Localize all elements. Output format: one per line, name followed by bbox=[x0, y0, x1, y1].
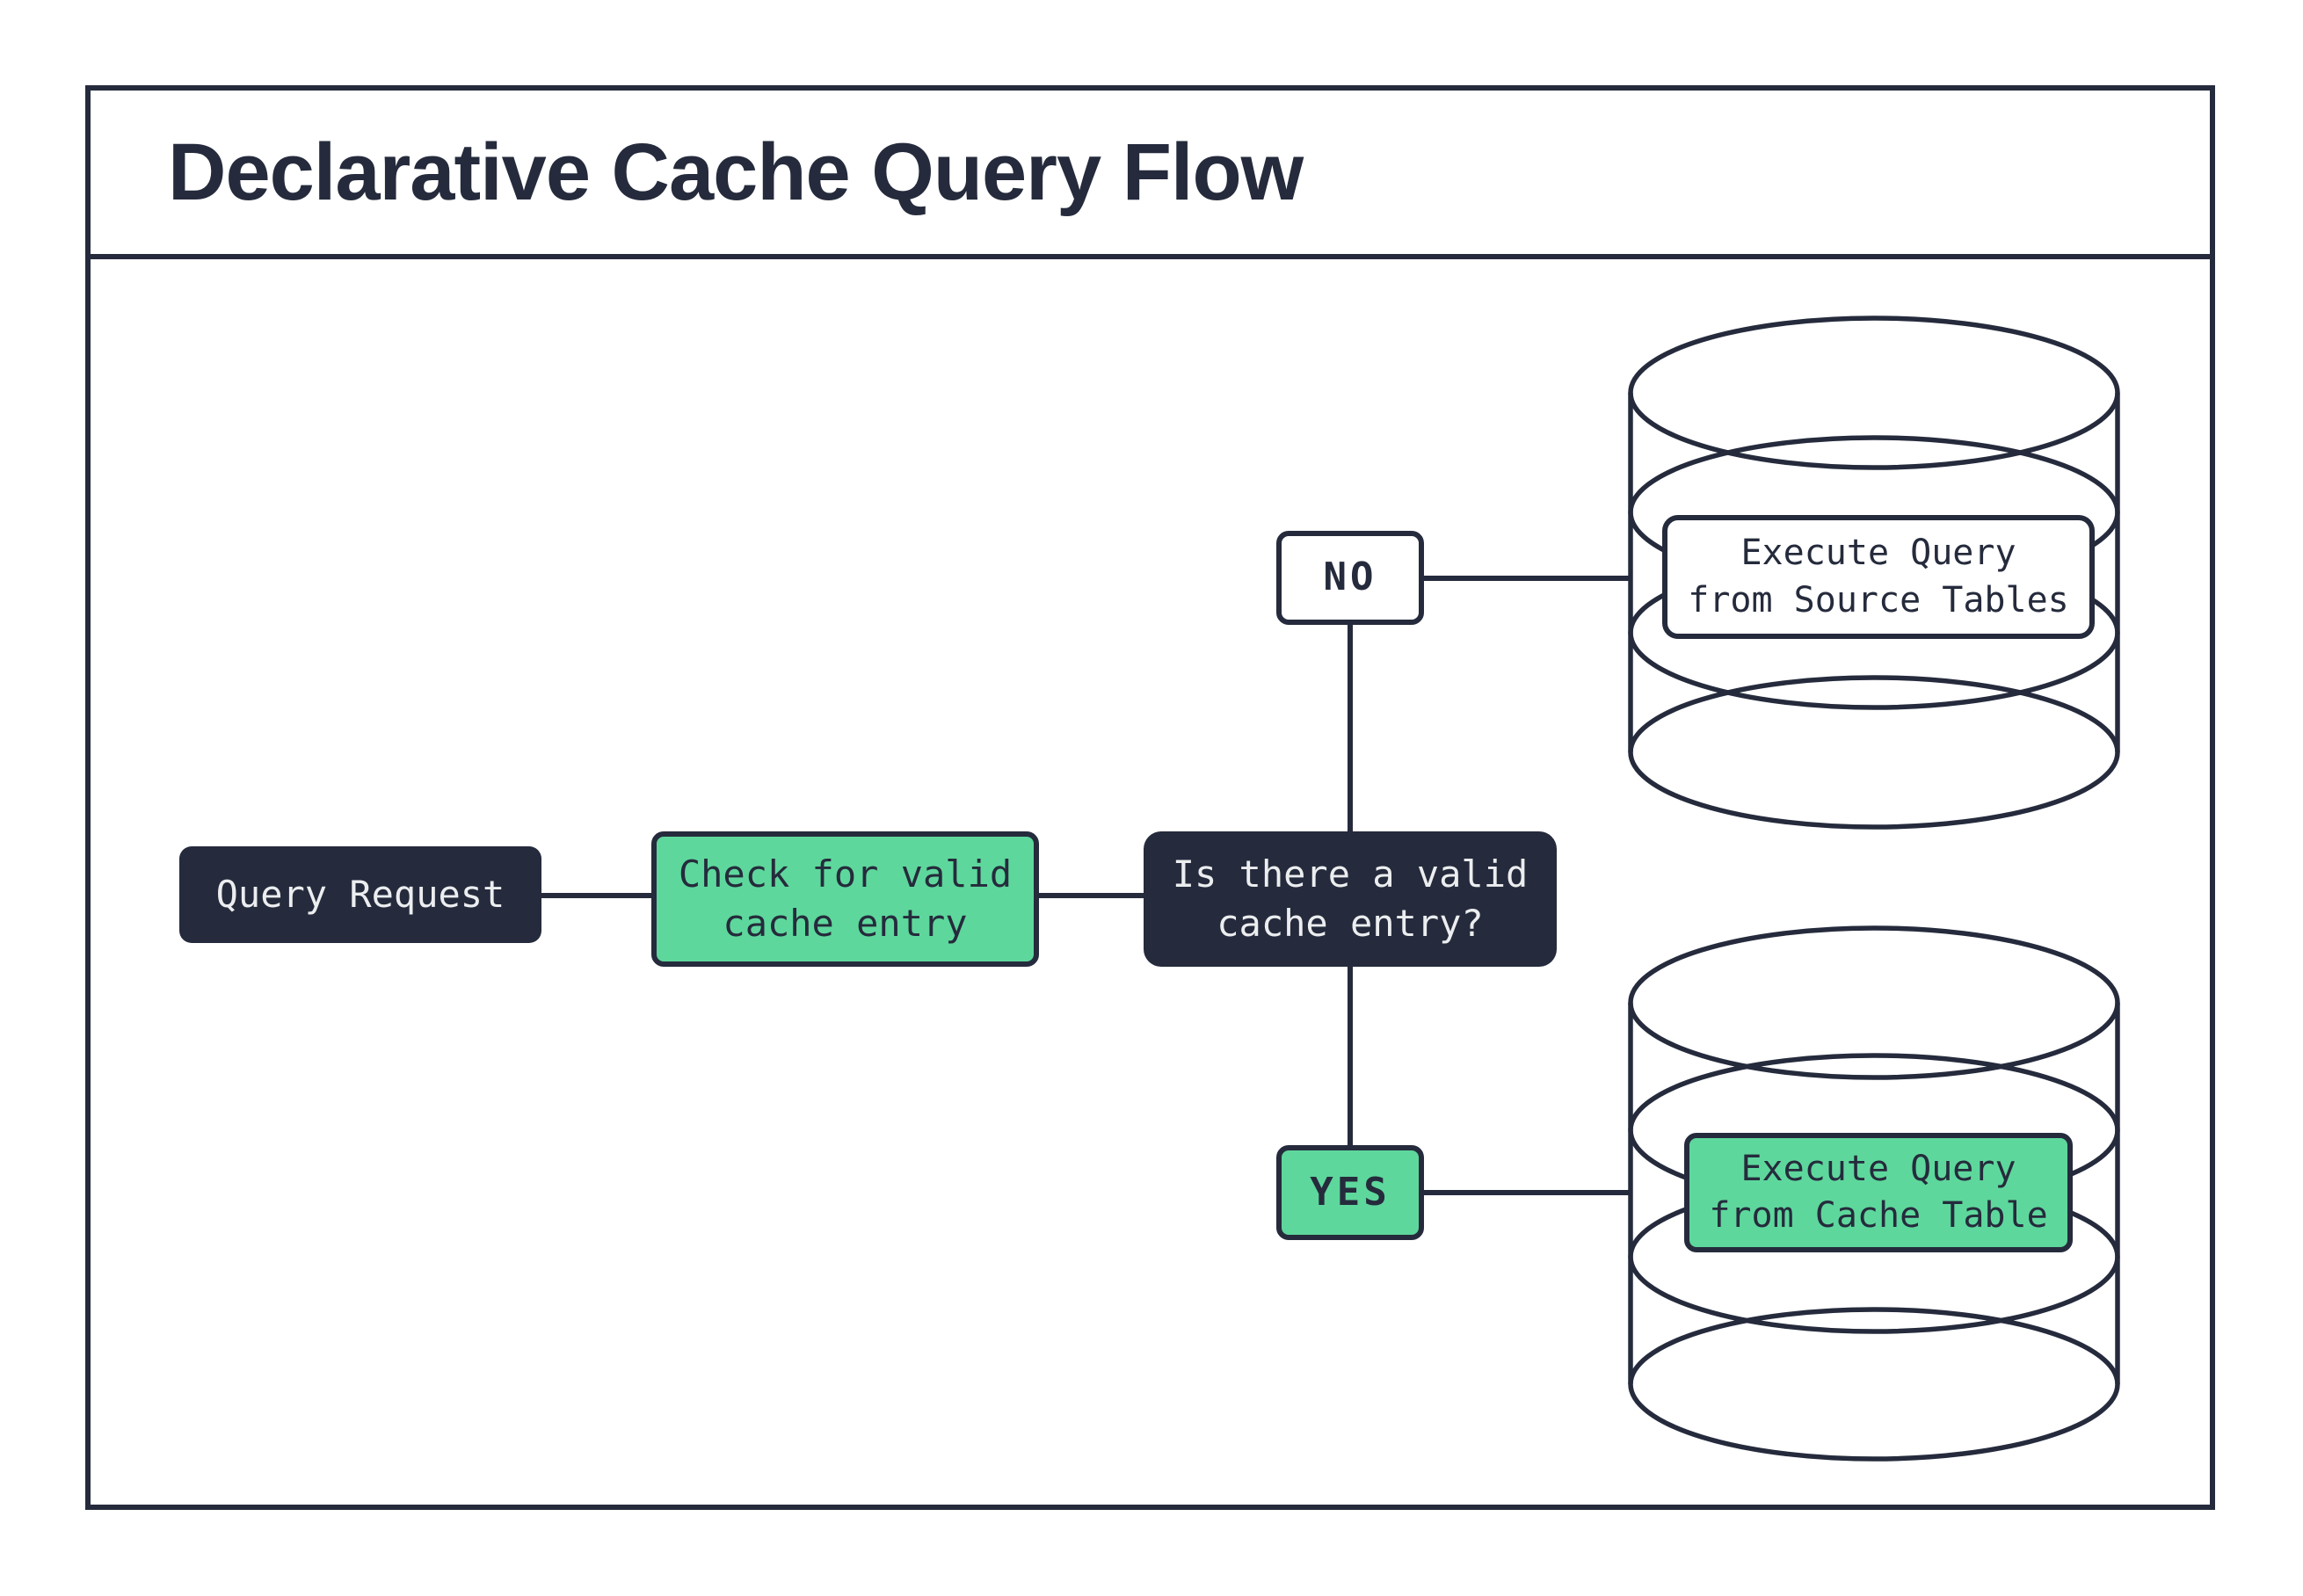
outer-frame: Declarative Cache Query Flow bbox=[85, 85, 2215, 1510]
yes-branch-label: YES bbox=[1310, 1169, 1391, 1215]
decision-node: Is there a valid cache entry? bbox=[1144, 831, 1557, 967]
title-bar: Declarative Cache Query Flow bbox=[91, 91, 2210, 259]
cylinder-disc bbox=[1628, 1307, 2120, 1462]
decision-label: Is there a valid cache entry? bbox=[1172, 852, 1529, 945]
query-request-label: Query Request bbox=[215, 873, 505, 917]
cylinder-disc bbox=[1628, 675, 2120, 830]
page-title: Declarative Cache Query Flow bbox=[168, 127, 1304, 217]
execute-source-node: Execute Query from Source Tables bbox=[1662, 515, 2095, 639]
execute-cache-label: Execute Query from Cache Table bbox=[1709, 1148, 2048, 1236]
no-branch-node: NO bbox=[1276, 531, 1424, 625]
execute-source-label: Execute Query from Source Tables bbox=[1688, 533, 2069, 620]
cylinder-disc bbox=[1628, 925, 2120, 1080]
cylinder-disc bbox=[1628, 316, 2120, 470]
check-cache-node: Check for valid cache entry bbox=[651, 831, 1039, 967]
yes-branch-node: YES bbox=[1276, 1145, 1424, 1240]
no-branch-label: NO bbox=[1323, 555, 1377, 600]
check-cache-label: Check for valid cache entry bbox=[678, 852, 1013, 945]
query-request-node: Query Request bbox=[179, 846, 541, 943]
cache-db-cylinder-icon bbox=[1628, 925, 2120, 1462]
source-db-cylinder-icon bbox=[1628, 316, 2120, 830]
execute-cache-node: Execute Query from Cache Table bbox=[1684, 1133, 2073, 1252]
